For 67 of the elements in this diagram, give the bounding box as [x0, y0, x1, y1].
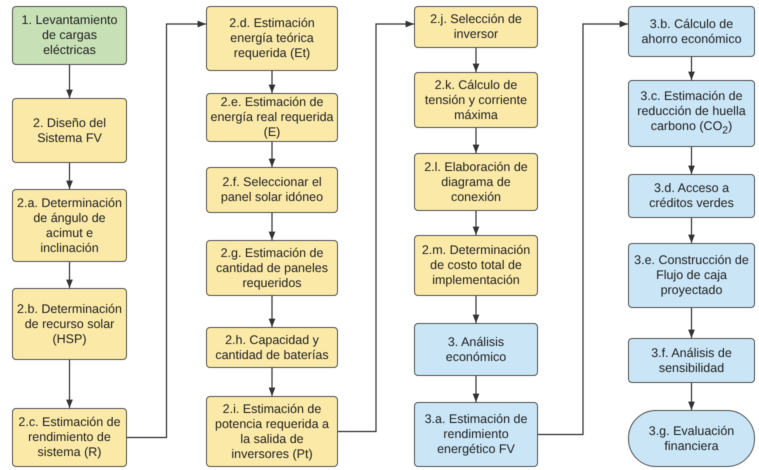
step-label: 3.c. Estimación de reducción de huella carbono (CO$_{2}$)	[636, 89, 747, 138]
step-label: 2.j. Selección de inversor	[429, 12, 523, 42]
step-label: 2.g. Estimación de cantidad de paneles requeridos	[215, 246, 329, 290]
arrow	[688, 308, 695, 338]
arrow	[472, 211, 480, 235]
step-label: 2.c. Estimación de rendimiento de sistema (R)	[17, 415, 122, 460]
step-label: 2.f. Seleccionar el panel solar idóneo	[220, 175, 324, 205]
process-box	[414, 153, 538, 211]
arrow	[127, 20, 206, 438]
arrow	[66, 262, 73, 288]
arrow	[268, 71, 276, 93]
process-box	[628, 80, 755, 147]
process-box	[12, 98, 127, 163]
step-label: 2.d. Estimación energía teórica requerida (Et)	[228, 16, 316, 61]
process-box	[414, 72, 538, 128]
process-box	[628, 6, 755, 57]
process-box	[628, 338, 755, 383]
step-label: 2.a. Determinación de ángulo de acimut e inclinación	[16, 196, 123, 256]
arrow	[268, 368, 276, 396]
process-box	[414, 6, 538, 48]
arrow	[66, 360, 73, 408]
arrow	[538, 20, 628, 436]
step-label: 3.f. Análisis de sensibilidad	[650, 346, 733, 376]
terminal-shape	[628, 410, 755, 467]
process-box	[414, 402, 538, 467]
step-label: 1. Levantamiento de cargas eléctricas	[20, 13, 118, 58]
process-box	[12, 288, 127, 360]
process-box	[12, 408, 127, 467]
arrow	[66, 65, 73, 98]
arrow	[688, 57, 695, 80]
process-box	[206, 167, 338, 213]
arrow	[472, 296, 480, 323]
arrow	[472, 128, 480, 153]
process-box	[206, 6, 338, 71]
start-box	[12, 6, 127, 65]
step-label: 3.g. Evaluación financiera	[648, 424, 736, 454]
step-label: 2.e. Estimación de energía real requerida (E)	[210, 95, 334, 140]
step-label: 3.d. Acceso a créditos verdes	[648, 181, 735, 211]
process-box	[206, 327, 338, 368]
process-box	[206, 396, 338, 467]
step-label: 2.i. Estimación de potencia requerida a la salida de inversores (Pt)	[214, 402, 330, 462]
arrow	[66, 163, 73, 189]
step-label: 3.b. Cálculo de ahorro económico	[640, 16, 743, 46]
process-box	[414, 323, 538, 376]
step-label: 2.h. Capacidad y cantidad de baterías	[214, 332, 330, 362]
process-box	[628, 243, 755, 308]
process-box	[206, 240, 338, 296]
arrow	[472, 48, 480, 72]
arrow	[688, 147, 695, 174]
step-label: 2.m. Determinación de costo total de implementación	[420, 243, 532, 288]
arrow	[688, 218, 695, 243]
arrow	[268, 142, 276, 167]
step-label: 2. Diseño del Sistema FV	[32, 116, 107, 146]
process-box	[12, 189, 127, 262]
arrow	[338, 20, 414, 432]
step-label: 2.l. Elaboración de diagrama de conexión	[423, 160, 529, 204]
arrow	[688, 383, 695, 410]
arrow	[268, 296, 276, 327]
step-label: 2.b. Determinación de recurso solar (HSP)	[16, 302, 123, 346]
step-label: 2.k. Cálculo de tensión y corriente máxima	[424, 78, 528, 122]
arrow	[472, 376, 480, 402]
step-label: 3.a. Estimación de rendimiento energético FV	[424, 412, 528, 457]
process-box	[628, 174, 755, 218]
process-box	[414, 235, 538, 296]
step-label: 3.e. Construcción de Flujo de caja proyectado	[633, 253, 750, 298]
arrow	[268, 213, 276, 240]
step-label: 3. Análisis económico	[444, 334, 508, 364]
